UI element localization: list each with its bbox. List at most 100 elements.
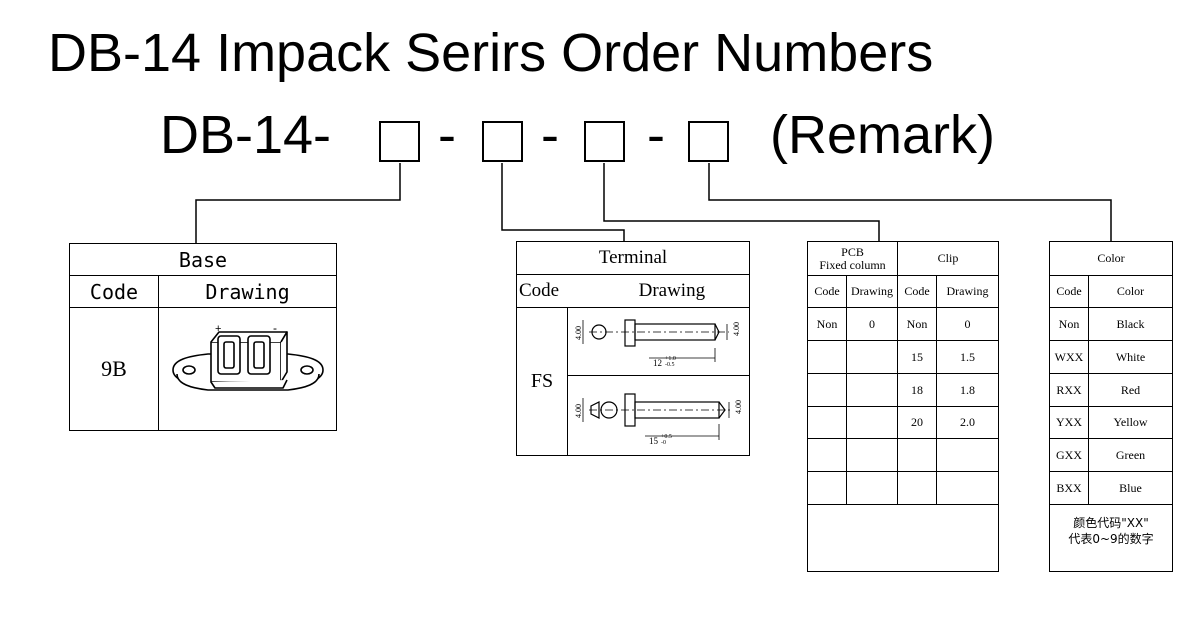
color-name-cell: Yellow [1088,406,1173,439]
table-row: GXX Green [1049,438,1173,472]
connector-color [708,163,1112,243]
table-row [807,438,999,472]
connector-terminal [501,163,625,243]
table-row [807,471,999,505]
clip-code-cell [897,471,937,505]
base-drawing-cell: + - [158,307,337,431]
terminal-2-dim-left: 4.00 [574,404,583,418]
terminal-2-dim-right: 4.00 [734,400,743,414]
pcb-drawing-cell [846,373,898,407]
pcb-code-cell [807,340,847,374]
table-row: YXX Yellow [1049,406,1173,439]
terminal-2-tol-plus: +0.5 [661,434,672,440]
terminal-drawing-1-cell: 4.00 4.00 12 +1.0 -0.5 [567,307,750,376]
terminal-table: Terminal Code Drawing FS [516,241,750,456]
code-slot-color [688,121,729,162]
pcb-code-cell [807,438,847,472]
table-row: 18 1.8 [807,373,999,407]
color-note-line2: 代表0~9的数字 [1068,532,1154,546]
base-code-9b: 9B [69,307,159,431]
color-col-code: Code [1049,275,1089,308]
pcb-col-drawing: Drawing [846,275,898,308]
terminal-1-tol-minus: -0.5 [665,362,675,368]
pcb-drawing-cell [846,406,898,439]
color-code-cell: RXX [1049,373,1089,407]
color-name-cell: Blue [1088,471,1173,505]
pcb-header-line2: Fixed column [819,257,886,272]
color-code-cell: GXX [1049,438,1089,472]
connector-pcb-clip [603,163,880,243]
clip-drawing-cell: 1.5 [936,340,999,374]
clip-code-cell: 15 [897,340,937,374]
terminal-1-dim-left: 4.00 [574,326,583,340]
table-row: 颜色代码"XX" 代表0~9的数字 [1049,504,1173,572]
code-separator-2: - [541,105,559,165]
table-row: 20 2.0 [807,406,999,439]
base-col-code: Code [69,275,159,308]
code-slot-base [379,121,420,162]
base-minus-mark: - [273,321,277,335]
pcb-clip-footer-cell [807,504,999,572]
color-note: 颜色代码"XX" 代表0~9的数字 [1049,504,1173,572]
color-header: Color [1049,241,1173,276]
base-col-drawing: Drawing [158,275,337,308]
clip-col-code: Code [897,275,937,308]
clip-code-cell [897,438,937,472]
base-drawing: + - [171,321,324,391]
color-col-color: Color [1088,275,1173,308]
base-header: Base [69,243,337,276]
terminal-2-length: 15 [649,436,659,446]
color-code-cell: BXX [1049,471,1089,505]
pcb-col-code: Code [807,275,847,308]
pcb-drawing-cell [846,471,898,505]
clip-drawing-cell [936,438,999,472]
terminal-1-tol-plus: +1.0 [665,356,676,362]
base-table: Base Code Drawing 9B [69,243,337,431]
clip-code-cell: Non [897,307,937,341]
code-separator-3: - [647,105,665,165]
terminal-drawing-2-cell: 4.00 4.00 15 +0.5 -0 [567,375,750,456]
clip-drawing-cell [936,471,999,505]
pcb-header-line1: PCB [841,244,864,259]
color-name-cell: White [1088,340,1173,374]
color-table: Color Code Color Non Black WXX White RXX… [1049,241,1173,572]
color-name-cell: Black [1088,307,1173,341]
clip-col-drawing: Drawing [936,275,999,308]
base-plus-mark: + [215,323,221,335]
pcb-code-cell [807,471,847,505]
terminal-header: Terminal [516,241,750,275]
pcb-code-cell: Non [807,307,847,341]
color-name-cell: Green [1088,438,1173,472]
terminal-col-drawing: Drawing [638,280,706,301]
color-code-cell: WXX [1049,340,1089,374]
terminal-col-code: Code [519,280,560,301]
pcb-code-cell [807,406,847,439]
table-row: RXX Red [1049,373,1173,407]
page-title: DB-14 Impack Serirs Order Numbers [48,23,934,83]
table-row: Non Black [1049,307,1173,341]
clip-drawing-cell: 2.0 [936,406,999,439]
terminal-2-tol-minus: -0 [661,440,666,446]
table-row: Non 0 Non 0 [807,307,999,341]
table-row: 15 1.5 [807,340,999,374]
table-row: WXX White [1049,340,1173,374]
color-name-cell: Red [1088,373,1173,407]
pcb-header: PCB Fixed column [807,241,898,276]
clip-drawing-cell: 0 [936,307,999,341]
pcb-drawing-cell [846,438,898,472]
code-separator-1: - [438,105,456,165]
code-remark: (Remark) [770,105,995,165]
terminal-code-fs: FS [516,307,568,456]
pcb-clip-table: PCB Fixed column Clip Code Drawing Code … [807,241,999,572]
terminal-drawing-1: 4.00 4.00 12 +1.0 -0.5 [574,319,741,368]
pcb-code-cell [807,373,847,407]
clip-code-cell: 20 [897,406,937,439]
terminal-1-dim-right: 4.00 [732,322,741,336]
table-row [807,504,999,572]
terminal-1-length: 12 [653,358,662,368]
color-code-cell: Non [1049,307,1089,341]
terminal-drawing-2: 4.00 4.00 15 +0.5 -0 [574,393,743,446]
clip-drawing-cell: 1.8 [936,373,999,407]
color-note-line1: 颜色代码"XX" [1073,516,1149,530]
